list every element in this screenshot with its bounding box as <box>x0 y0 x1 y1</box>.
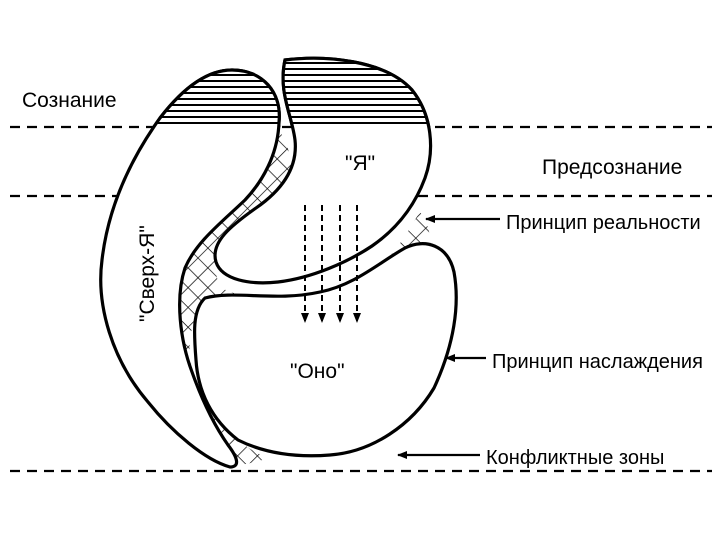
superego-label: "Сверх-Я" <box>136 225 159 322</box>
conflict-zones-label: Конфликтные зоны <box>486 447 664 469</box>
id-label: "Оно" <box>290 360 345 383</box>
pleasure-principle-label: Принцип наслаждения <box>492 351 703 373</box>
reality-principle-label: Принцип реальности <box>506 212 701 234</box>
ego-label: "Я" <box>345 152 375 175</box>
ego-conscious-part <box>281 56 431 127</box>
id-shape <box>192 242 458 458</box>
preconscious-label: Предсознание <box>542 156 682 179</box>
superego-conscious-part <box>151 68 281 127</box>
conscious-label: Сознание <box>22 89 117 112</box>
superego-shape <box>99 68 281 469</box>
